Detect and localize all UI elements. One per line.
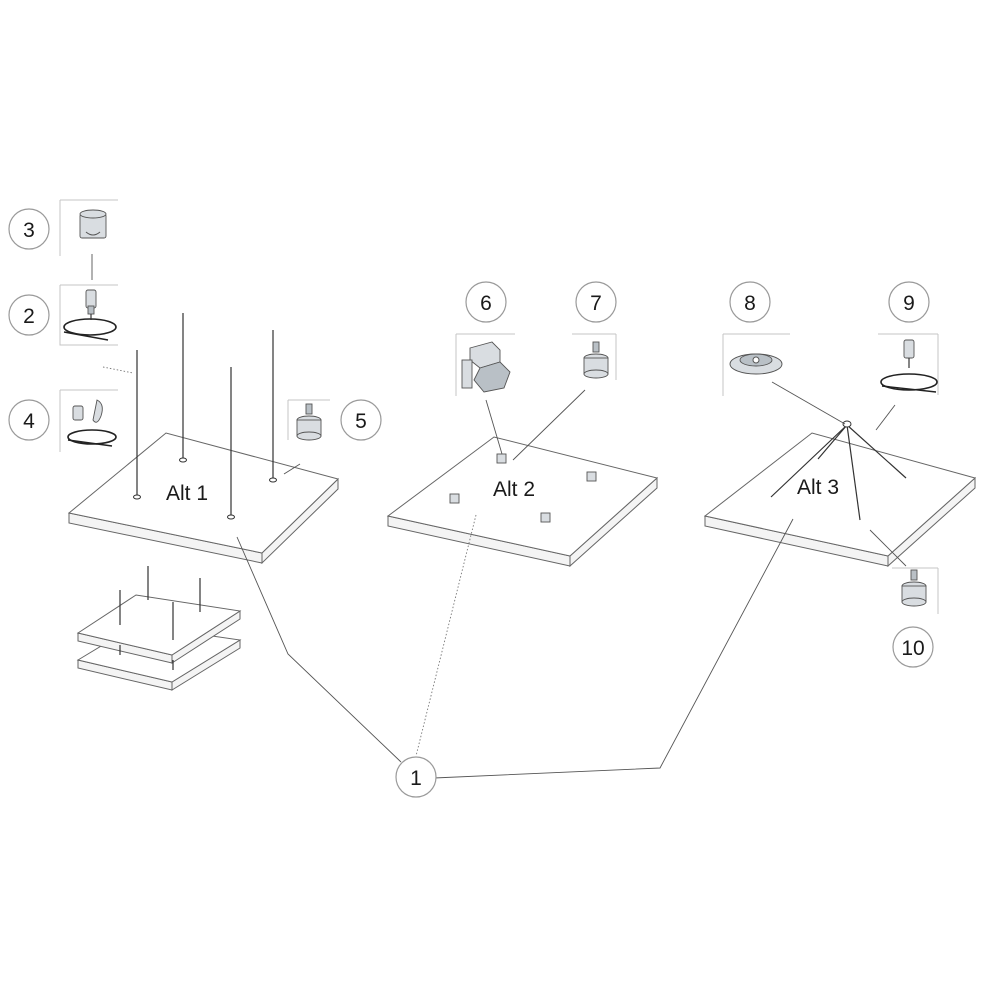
callout-7: 7: [575, 281, 617, 323]
part-gripper-cable: [59, 284, 118, 346]
callout-8: 8: [729, 281, 771, 323]
leader-alt2: [415, 514, 477, 757]
svg-text:10: 10: [901, 637, 924, 660]
part-hook-cable: [59, 389, 118, 452]
part-ceiling-cup: [59, 199, 118, 280]
svg-text:6: 6: [480, 292, 492, 315]
part-spacer-5: [283, 399, 330, 475]
callout-1: 1: [395, 756, 437, 798]
callout-4: 4: [8, 399, 50, 441]
leader-alt1: [236, 536, 402, 763]
callout-5: 5: [340, 399, 382, 441]
part-clamp-bracket: [455, 333, 515, 396]
leader-alt3: [433, 518, 794, 779]
svg-text:5: 5: [355, 410, 367, 433]
svg-text:1: 1: [410, 767, 422, 790]
stacked-panels: [76, 566, 242, 691]
panel-label-alt3: Alt 3: [797, 476, 839, 499]
panel-alt2: Alt 2: [386, 436, 659, 568]
svg-text:2: 2: [23, 305, 35, 328]
callout-2: 2: [8, 294, 50, 336]
svg-text:8: 8: [744, 292, 756, 315]
part-spacer-7: [572, 333, 617, 380]
svg-text:9: 9: [903, 292, 915, 315]
panel-label-alt2: Alt 2: [493, 478, 535, 501]
svg-text:3: 3: [23, 219, 35, 242]
callout-9: 9: [888, 281, 930, 323]
panel-label-alt1: Alt 1: [166, 482, 208, 505]
part-gripper-cable-9: [878, 333, 939, 395]
callout-6: 6: [465, 281, 507, 323]
svg-text:7: 7: [590, 292, 602, 315]
callout-3: 3: [8, 208, 50, 250]
clamp-marks: [449, 453, 597, 523]
panel-alt3: Alt 3: [703, 420, 977, 568]
part-ceiling-rose: [722, 333, 790, 396]
part-spacer-10: [892, 567, 939, 614]
callout-10: 10: [892, 626, 934, 668]
svg-text:4: 4: [23, 410, 35, 433]
panel-alt1: Alt 1: [67, 313, 339, 565]
